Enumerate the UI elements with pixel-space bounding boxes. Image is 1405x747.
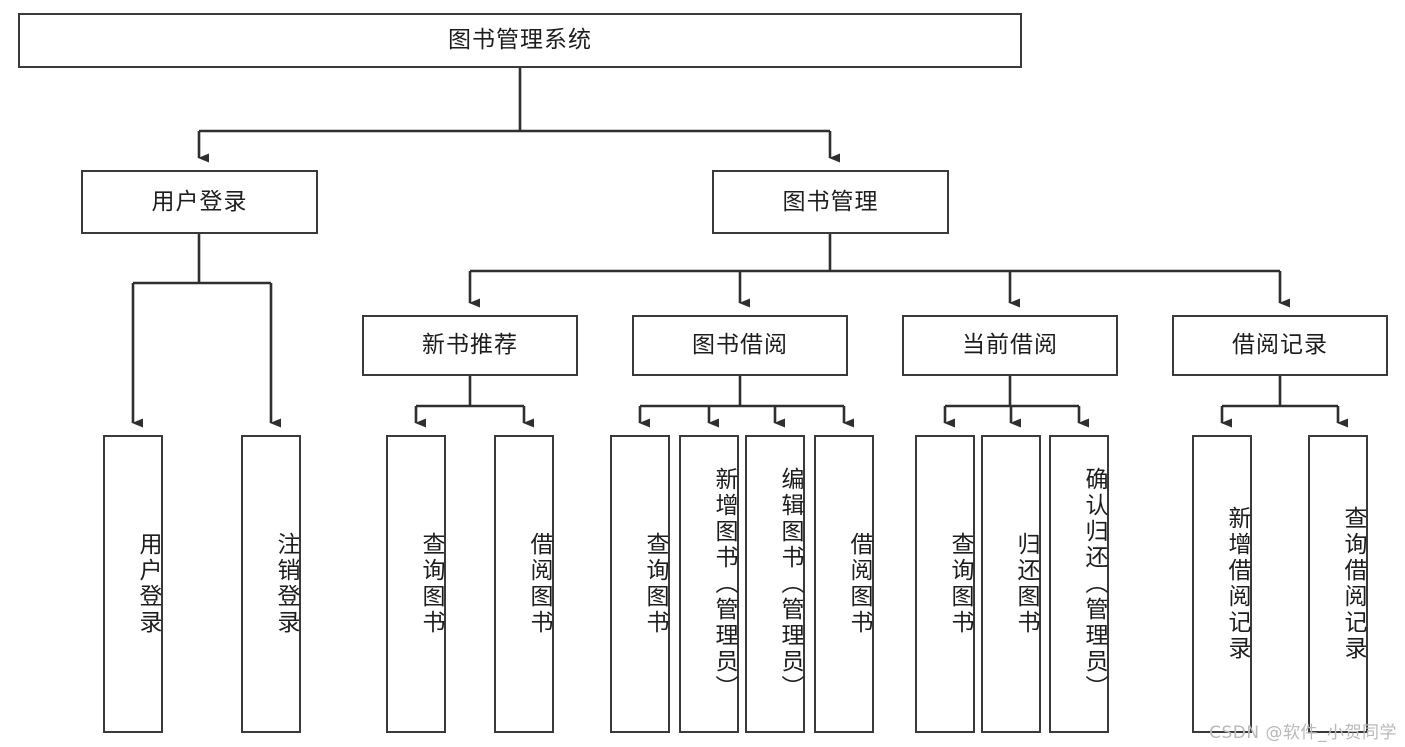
node-label: 图书借阅 <box>692 332 788 359</box>
node-label: 借阅图书 <box>526 532 552 636</box>
node-leaf-query-record[interactable]: 查询借阅记录 <box>1308 435 1368 733</box>
node-leaf-user-login[interactable]: 用户登录 <box>103 435 163 733</box>
node-label: 借阅图书 <box>846 532 872 636</box>
node-book-borrow[interactable]: 图书借阅 <box>632 315 848 376</box>
node-label: 查询图书 <box>642 532 668 636</box>
node-new-book-recommend[interactable]: 新书推荐 <box>362 315 578 376</box>
node-leaf-edit-book[interactable]: 编辑图书（管理员） <box>745 435 805 733</box>
node-leaf-borrow-book-2[interactable]: 借阅图书 <box>814 435 874 733</box>
node-label: 注销登录 <box>273 532 299 636</box>
node-label: 编辑图书（管理员） <box>777 467 803 701</box>
node-label: 归还图书 <box>1013 532 1039 636</box>
node-leaf-add-book[interactable]: 新增图书（管理员） <box>679 435 739 733</box>
node-label: 借阅记录 <box>1232 332 1328 359</box>
node-label: 图书管理 <box>782 188 879 215</box>
node-label: 确认归还（管理员） <box>1081 467 1107 701</box>
node-user-login[interactable]: 用户登录 <box>81 170 318 234</box>
node-label: 查询图书 <box>418 532 444 636</box>
node-label: 新增图书（管理员） <box>711 467 737 701</box>
node-leaf-add-record[interactable]: 新增借阅记录 <box>1192 435 1252 733</box>
node-label: 图书管理系统 <box>448 27 592 54</box>
node-leaf-borrow-book-1[interactable]: 借阅图书 <box>494 435 554 733</box>
node-label: 查询借阅记录 <box>1340 506 1366 662</box>
node-leaf-return-book[interactable]: 归还图书 <box>981 435 1041 733</box>
node-borrow-record[interactable]: 借阅记录 <box>1172 315 1388 376</box>
node-leaf-confirm-return[interactable]: 确认归还（管理员） <box>1049 435 1109 733</box>
node-label: 用户登录 <box>151 188 248 215</box>
csdn-watermark: CSDN @软件_小贺同学 <box>1209 723 1397 743</box>
node-leaf-query-book-2[interactable]: 查询图书 <box>610 435 670 733</box>
node-root-book-management-system[interactable]: 图书管理系统 <box>18 13 1022 68</box>
node-current-borrow[interactable]: 当前借阅 <box>902 315 1118 376</box>
node-leaf-query-book-1[interactable]: 查询图书 <box>386 435 446 733</box>
node-label: 用户登录 <box>135 532 161 636</box>
node-label: 查询图书 <box>947 532 973 636</box>
node-book-management[interactable]: 图书管理 <box>712 170 949 234</box>
node-leaf-query-book-3[interactable]: 查询图书 <box>915 435 975 733</box>
node-label: 新书推荐 <box>422 332 518 359</box>
node-label: 当前借阅 <box>962 332 1058 359</box>
node-leaf-logout-login[interactable]: 注销登录 <box>241 435 301 733</box>
node-label: 新增借阅记录 <box>1224 506 1250 662</box>
